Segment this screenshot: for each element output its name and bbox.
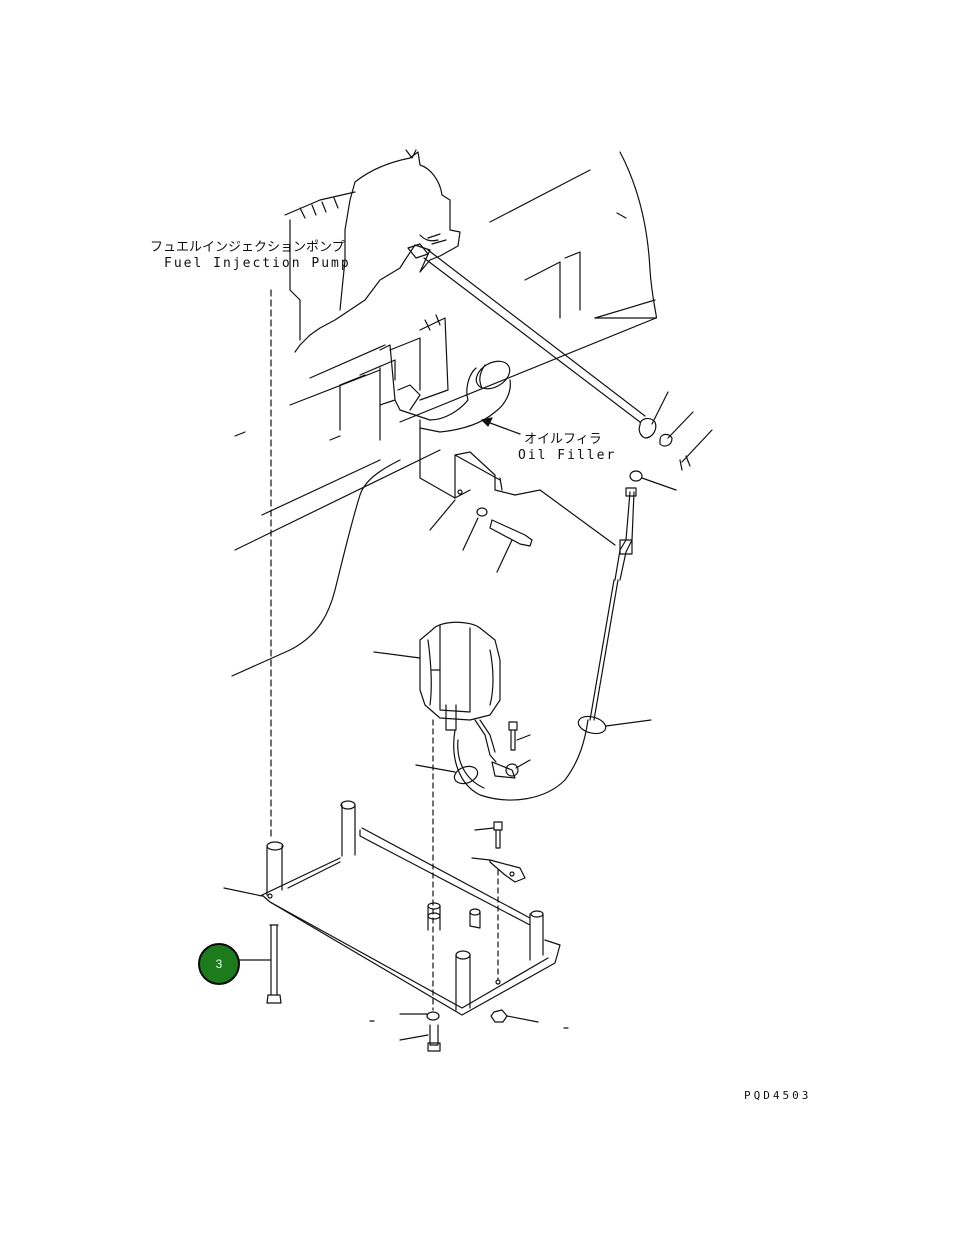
- fuel-pipe-assembly: [590, 488, 636, 720]
- small-bolts: [472, 722, 530, 980]
- engine-block-outline: [232, 152, 656, 676]
- bracket-bolt-washer: [463, 508, 532, 572]
- oil-filler-label-en: Oil Filler: [518, 448, 617, 463]
- oil-filler-label-jp: オイルフィラ: [524, 432, 602, 447]
- long-bolt: [238, 925, 281, 1003]
- callout-3-marker[interactable]: 3: [198, 943, 240, 985]
- mounting-base-plate: [224, 801, 560, 1015]
- banjo-fitting: [630, 392, 712, 490]
- drawing-code: PQD4503: [744, 1089, 812, 1102]
- fuel-injection-pump: [285, 150, 460, 405]
- callout-3-number: 3: [215, 957, 223, 971]
- bracket: [420, 420, 615, 545]
- fuel-pump-label-en: Fuel Injection Pump: [164, 256, 351, 271]
- oil-filler-tube: [395, 356, 520, 434]
- hoses: [416, 714, 651, 800]
- bottom-fasteners: [370, 1010, 568, 1051]
- fuel-filter: [374, 622, 500, 762]
- fuel-pump-label-jp: フュエルインジェクションポンプ: [150, 240, 345, 255]
- fuel-line-to-filter: [424, 250, 645, 422]
